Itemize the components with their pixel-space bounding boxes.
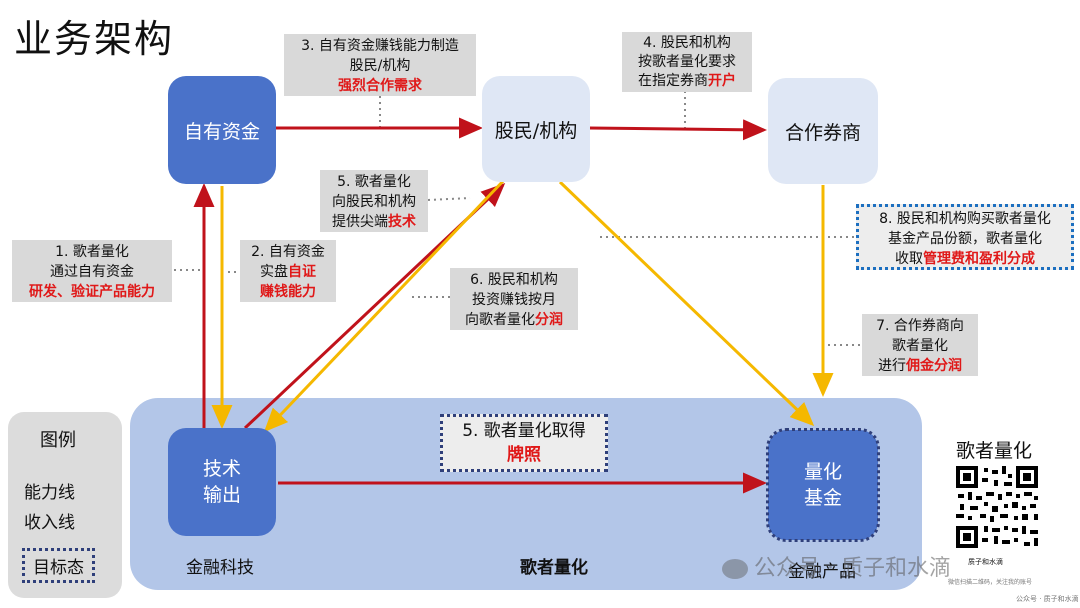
page-title: 业务架构 bbox=[14, 17, 175, 61]
note-6: 6. 股民和机构 投资赚钱按月 向歌者量化分润 bbox=[450, 268, 578, 330]
wechat-icon bbox=[722, 559, 748, 579]
note-license: 5. 歌者量化取得 牌照 bbox=[440, 414, 608, 472]
watermark-corner: 公众号 · 质子和水滴 bbox=[1016, 595, 1079, 603]
node-own-funds: 自有资金 bbox=[168, 76, 276, 184]
arrow-investors-to-fund bbox=[558, 180, 815, 427]
note-7: 7. 合作券商向 歌者量化 进行佣金分润 bbox=[862, 314, 978, 376]
note-4: 4. 股民和机构 按歌者量化要求 在指定券商开户 bbox=[622, 32, 752, 92]
node-quant-fund: 量化 基金 bbox=[766, 428, 880, 542]
watermark-text: 公众号 · 质子和水滴 bbox=[722, 550, 951, 582]
node-tech-output: 技术 输出 bbox=[168, 428, 276, 536]
qr-caption: 质子和水滴 bbox=[968, 558, 1003, 566]
legend-capability-label: 能力线 bbox=[24, 483, 75, 503]
note-2: 2. 自有资金 实盘自证 赚钱能力 bbox=[240, 240, 336, 302]
node-investors: 股民/机构 bbox=[482, 76, 590, 182]
note-3: 3. 自有资金赚钱能力制造 股民/机构 强烈合作需求 bbox=[284, 34, 476, 96]
legend-panel bbox=[8, 412, 122, 598]
label-products: 金融产品 bbox=[788, 562, 856, 582]
arrow-investors-to-brokers bbox=[588, 119, 767, 141]
note-8: 8. 股民和机构购买歌者量化 基金产品份额，歌者量化 收取管理费和盈利分成 bbox=[856, 204, 1074, 270]
label-gezhe: 歌者量化 bbox=[520, 558, 588, 578]
legend-goal-label: 目标态 bbox=[22, 548, 95, 583]
qr-code-image bbox=[954, 464, 1040, 550]
qr-small-text: 微信扫描二维码，关注我的账号 bbox=[948, 579, 1033, 586]
qr-label: 歌者量化 bbox=[956, 440, 1033, 462]
note-5: 5. 歌者量化 向股民和机构 提供尖端技术 bbox=[320, 170, 428, 232]
note-1: 1. 歌者量化 通过自有资金 研发、验证产品能力 bbox=[12, 240, 172, 302]
legend-title: 图例 bbox=[40, 430, 76, 451]
node-brokers: 合作券商 bbox=[768, 78, 878, 184]
legend-income-label: 收入线 bbox=[24, 513, 75, 533]
label-fintech: 金融科技 bbox=[186, 558, 254, 578]
arrow-investors-to-tech bbox=[263, 176, 508, 433]
leader-lines bbox=[174, 91, 862, 346]
